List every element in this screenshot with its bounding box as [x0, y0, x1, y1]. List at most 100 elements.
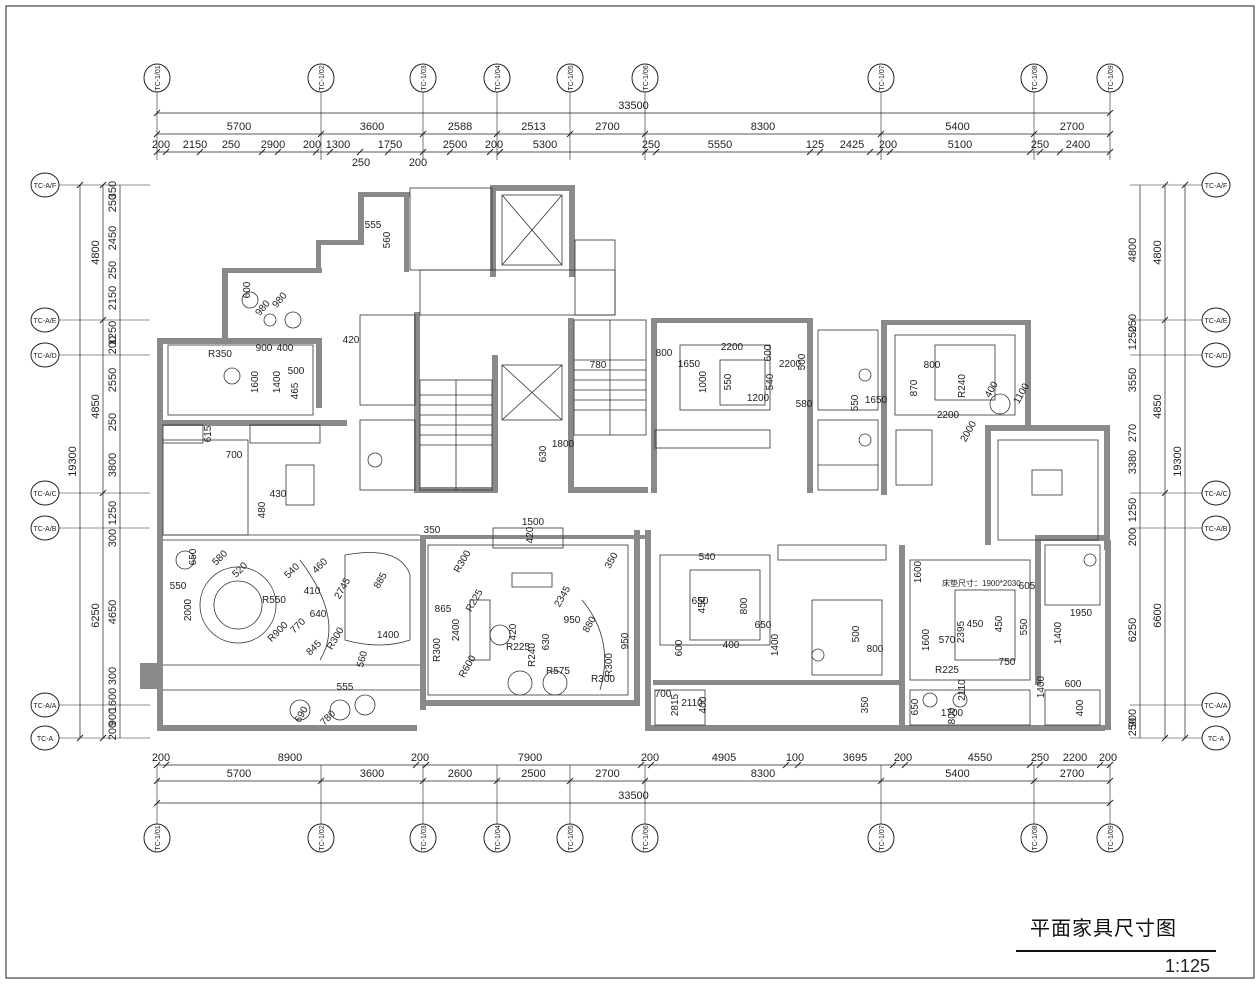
- furniture-dim-label: 350: [860, 696, 871, 713]
- furniture-dim-label: 420: [525, 526, 536, 543]
- dim-right-total: 19300: [1172, 446, 1184, 477]
- furniture-dim-label: 1600: [921, 628, 932, 651]
- dim-top-row1: 3600: [360, 121, 384, 133]
- furniture-dim-label: 465: [290, 382, 301, 399]
- grid-label-x: TC-1/06: [643, 825, 650, 850]
- furniture-dim-label: 650: [692, 596, 709, 607]
- dim-top-row1: 2700: [1060, 121, 1084, 133]
- dim-bottom-row1: 8900: [278, 752, 302, 764]
- furniture-dim-label: 1000: [698, 370, 709, 393]
- furniture-dim-label: 430: [270, 489, 287, 500]
- dim-left-inner: 1250: [107, 321, 119, 345]
- dim-left-inner: 2550: [107, 368, 119, 392]
- furniture-dim-label: 500: [288, 366, 305, 377]
- dim-right-inner: 250: [1127, 718, 1139, 736]
- dim-left-outer: 4850: [90, 394, 102, 418]
- dim-bottom-row1: 2200: [1063, 752, 1087, 764]
- dim-top-row1: 5400: [945, 121, 969, 133]
- dim-right-outer: 4800: [1152, 240, 1164, 264]
- dim-left-inner: 250: [107, 194, 119, 212]
- dim-bottom-row1: 200: [411, 752, 429, 764]
- dim-top-row1: 2700: [595, 121, 619, 133]
- furniture-dim-label: 800: [656, 348, 673, 359]
- bed-size-note: 床垫尺寸：1900*2030: [942, 578, 1021, 588]
- grid-label-y: TC-A/F: [34, 183, 57, 190]
- building-walls: [140, 185, 1111, 731]
- dim-right-inner: 250: [1127, 314, 1139, 332]
- furniture-dim-label: 2200: [721, 342, 744, 353]
- furniture-dim-label: R240: [527, 643, 538, 667]
- grid-label-y: TC-A/E: [1205, 318, 1228, 325]
- dim-top-row2-low: 200: [409, 157, 427, 169]
- grid-axis-left: TC-A/FTC-A/ETC-A/DTC-A/CTC-A/BTC-A/ATC-A: [30, 172, 150, 751]
- furniture-dim-label: 580: [796, 399, 813, 410]
- dim-top-row2: 2500: [443, 139, 467, 151]
- dim-left-inner: 1250: [107, 501, 119, 525]
- dim-left-inner: 250: [107, 413, 119, 431]
- grid-label-y: TC-A/D: [1204, 353, 1227, 360]
- furniture-dim-label: 560: [355, 649, 370, 668]
- dim-top-row2: 125: [806, 139, 824, 151]
- furniture-dim-label: 1400: [272, 370, 283, 393]
- furniture-dim-label: 1600: [250, 370, 261, 393]
- furniture-dim-label: 450: [967, 619, 984, 630]
- dim-bottom-row1: 200: [894, 752, 912, 764]
- furniture-dim-label: 1400: [1053, 621, 1064, 644]
- furniture-dim-label: 1600: [913, 560, 924, 583]
- furniture-dim-label: 410: [304, 586, 321, 597]
- furniture-dim-label: 400: [698, 696, 709, 713]
- dim-left-inner: 1600: [107, 688, 119, 712]
- dim-bottom-row1: 4550: [968, 752, 992, 764]
- grid-label-y: TC-A: [37, 736, 54, 743]
- dim-bottom-row1: 250: [1031, 752, 1049, 764]
- grid-label-x: TC-1/09: [1108, 825, 1115, 850]
- dim-top-row1: 2513: [521, 121, 545, 133]
- dim-left-total: 19300: [67, 446, 79, 477]
- furniture-dim-label: 600: [242, 281, 253, 298]
- furniture-dim-label: 650: [755, 620, 772, 631]
- dim-right-inner: 4800: [1127, 238, 1139, 262]
- furniture-dim-label: 2815: [670, 693, 681, 716]
- grid-label-x: TC-1/07: [879, 65, 886, 90]
- furniture-dim-label: 500: [851, 625, 862, 642]
- furniture-dim-label: 1650: [678, 359, 701, 370]
- dim-bottom-row1: 200: [641, 752, 659, 764]
- grid-axis-right: TC-A/FTC-A/ETC-A/DTC-A/CTC-A/BTC-A/ATC-A: [1130, 172, 1231, 751]
- dim-left-inner: 2450: [107, 226, 119, 250]
- furniture-dim-label: 450: [994, 615, 1005, 632]
- dim-total-top: 33500: [618, 100, 649, 112]
- dim-top-row2: 2425: [840, 139, 864, 151]
- furniture-dim-label: 1400: [377, 630, 400, 641]
- furniture-dim-label: 1800: [552, 439, 575, 450]
- furniture-dim-label: 780: [590, 360, 607, 371]
- dim-top-row2: 200: [879, 139, 897, 151]
- grid-label-x: TC-1/01: [155, 65, 162, 90]
- dim-bottom-row1: 200: [1099, 752, 1117, 764]
- grid-label-y: TC-A/B: [34, 526, 57, 533]
- dim-left-inner: 200: [107, 722, 119, 740]
- grid-label-x: TC-1/01: [155, 825, 162, 850]
- grid-label-x: TC-1/03: [421, 825, 428, 850]
- dim-bottom-row2: 2700: [1060, 768, 1084, 780]
- furniture-dim-label: 420: [508, 623, 519, 640]
- dim-top-row2: 200: [303, 139, 321, 151]
- grid-label-y: TC-A/A: [1205, 703, 1228, 710]
- furniture-dim-label: 350: [424, 525, 441, 536]
- furniture-dim-label: 550: [723, 373, 734, 390]
- furniture-dim-label: R300: [591, 674, 615, 685]
- dim-bottom-row2: 5400: [945, 768, 969, 780]
- sheet-border: [5, 5, 1255, 979]
- furniture-dim-label: R575: [546, 666, 570, 677]
- furniture-dim-label: 600: [763, 344, 774, 361]
- furniture-dim-label: 800: [947, 707, 958, 724]
- grid-label-x: TC-1/02: [319, 65, 326, 90]
- furniture-dim-label: 2400: [451, 618, 462, 641]
- dim-top-row2: 2150: [183, 139, 207, 151]
- furniture-dim-label: 630: [538, 445, 549, 462]
- furniture-dim-label: 560: [382, 231, 393, 248]
- dim-left-outer: 6250: [90, 603, 102, 627]
- furniture-dim-label: 900: [256, 343, 273, 354]
- dim-bottom-row2: 5700: [227, 768, 251, 780]
